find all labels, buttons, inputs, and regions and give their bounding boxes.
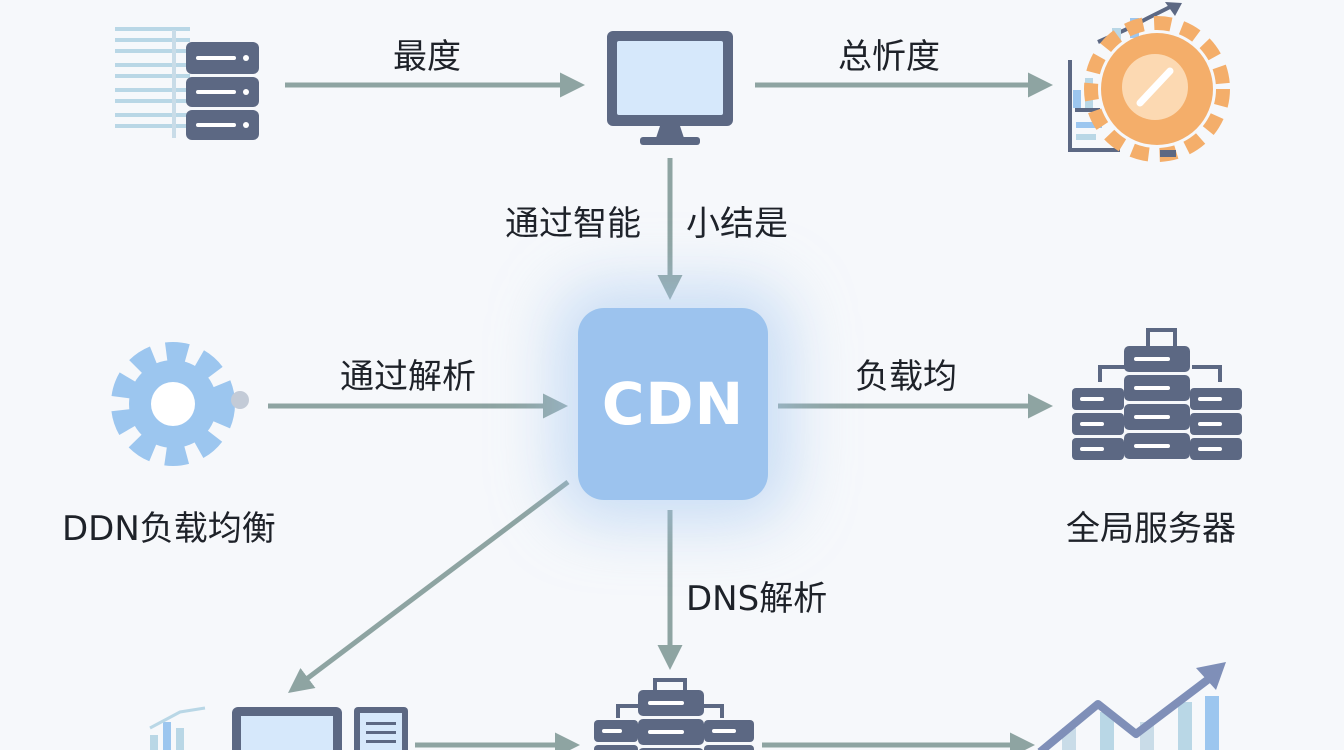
server-stack-icon [115, 27, 259, 140]
server-cluster-icon [1072, 328, 1242, 460]
arrows [268, 72, 1053, 750]
edge-label-middle-right: 负载均 [855, 357, 957, 397]
edge-label-bottom-down: DNS解析 [686, 579, 828, 619]
growth-chart-icon [1037, 662, 1226, 750]
cdn-node: CDN [578, 308, 768, 500]
cdn-label: CDN [601, 370, 745, 438]
edge-label-top-down-right: 小结是 [686, 204, 788, 244]
edge-label-middle-left: 通过解析 [340, 357, 476, 397]
server-network-icon [594, 678, 754, 750]
gear-icon [111, 342, 249, 466]
node-label-right-middle: 全局服务器 [1066, 509, 1236, 549]
computer-documents-icon [149, 706, 408, 750]
monitor-icon [607, 31, 733, 145]
gear-analytics-icon [1068, 2, 1230, 162]
arrow-diagonal [288, 480, 570, 694]
edge-label-top-left: 最度 [393, 37, 461, 77]
edge-label-top-down-left: 通过智能 [505, 204, 641, 244]
edge-label-top-right: 总忻度 [838, 37, 940, 77]
node-label-left-middle: DDN负载均衡 [62, 509, 276, 549]
